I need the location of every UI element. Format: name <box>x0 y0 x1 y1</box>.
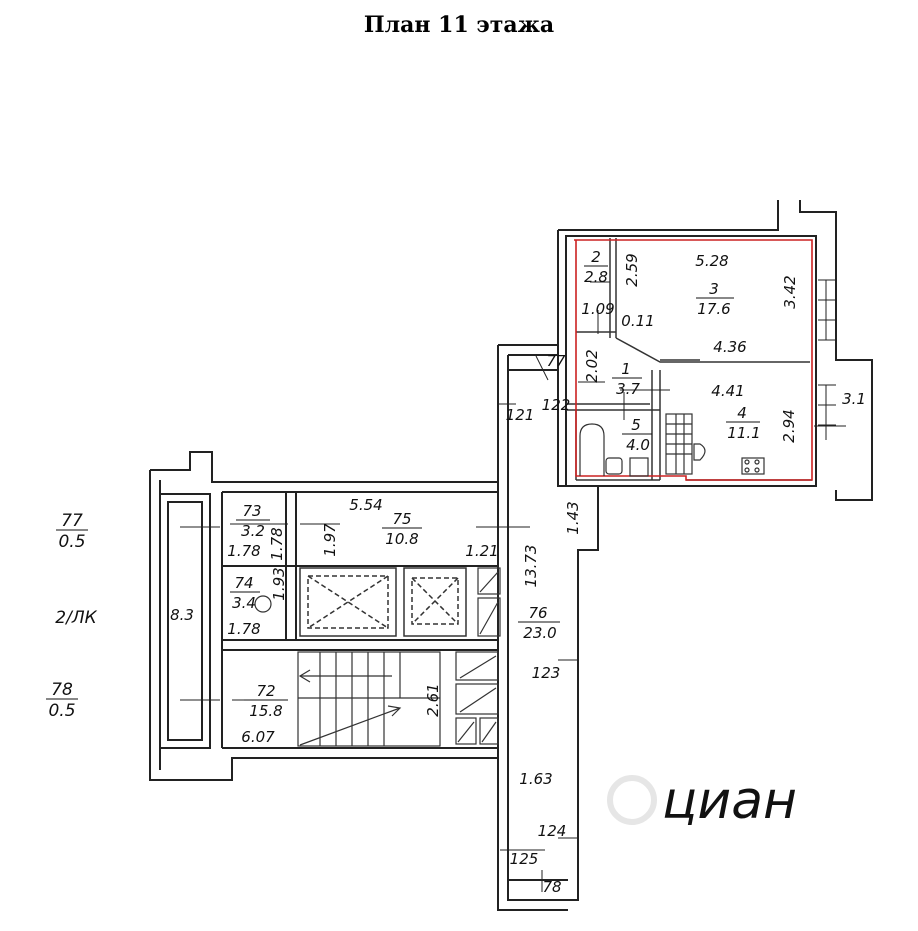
dimension-label: 2.02 <box>583 349 601 382</box>
staircase <box>297 651 441 747</box>
marker-label: 125 <box>510 850 539 868</box>
room-area: 2.8 <box>584 268 608 286</box>
room-number: 78 <box>51 680 73 700</box>
room-area: 3.2 <box>241 522 265 540</box>
marker-label: 77 <box>546 352 566 370</box>
bathtub-icon <box>579 423 605 476</box>
dimension-label: 6.07 <box>241 728 275 746</box>
sink-icon <box>605 457 623 475</box>
marker-label: 121 <box>506 406 535 424</box>
watermark-text: циан <box>662 771 797 831</box>
side-label: 2/ЛК <box>55 608 97 628</box>
room-2-label: 2 2.8 <box>584 248 608 286</box>
dimension-label: 0.11 <box>621 312 654 330</box>
room-area: 4.0 <box>626 436 650 454</box>
apartment-boundary <box>574 239 813 481</box>
room-number: 1 <box>621 360 631 378</box>
dimension-label: 1.93 <box>270 567 288 600</box>
room-77-label: 77 0.5 <box>56 511 88 552</box>
marker-label: 122 <box>542 396 571 414</box>
room-area: 17.6 <box>697 300 730 318</box>
room-number: 76 <box>528 604 547 622</box>
room-72-label: 72 15.8 <box>244 682 288 720</box>
walls <box>149 200 873 911</box>
room-number: 3 <box>709 280 719 298</box>
dimension-label: 3.42 <box>781 275 799 308</box>
dimension-label: 1.21 <box>465 542 498 560</box>
dimension-label: 1.43 <box>564 501 582 534</box>
ducts <box>455 567 501 745</box>
room-number: 75 <box>392 510 411 528</box>
room-number: 5 <box>631 416 641 434</box>
dimension-label: 2.61 <box>424 683 442 716</box>
dimension-label: 1.09 <box>581 300 614 318</box>
dimension-label: 1.97 <box>321 523 339 557</box>
room-number: 73 <box>242 502 261 520</box>
windows <box>818 279 836 440</box>
room-78-label: 78 0.5 <box>46 680 78 721</box>
room-number: 4 <box>737 404 747 422</box>
room-76-label: 76 23.0 <box>518 604 560 642</box>
room-area: 15.8 <box>249 702 282 720</box>
room-area: 10.8 <box>385 530 418 548</box>
dimension-label: 13.73 <box>522 545 540 588</box>
dimension-label: 4.41 <box>711 382 744 400</box>
room-number: 2 <box>591 248 601 266</box>
room-labels: 2 2.8 3 17.6 1 3.7 5 4.0 4 11.1 73 3.2 <box>46 248 761 721</box>
fridge-icon <box>693 443 706 461</box>
room-number: 72 <box>256 682 275 700</box>
dimension-labels: 5.28 3.42 2.59 1.09 0.11 4.36 2.02 4.41 … <box>170 252 866 788</box>
room-5-label: 5 4.0 <box>622 416 652 454</box>
marker-label: 123 <box>532 664 561 682</box>
dimension-label: 1.78 <box>227 620 260 638</box>
room-number: 77 <box>61 511 83 531</box>
room-area: 0.5 <box>58 532 85 552</box>
page-title: План 11 этажа <box>363 12 555 38</box>
room-3-label: 3 17.6 <box>696 280 734 318</box>
dimension-label: 4.36 <box>713 338 746 356</box>
dimension-label: 8.3 <box>170 606 194 624</box>
watermark-logo-icon <box>607 775 657 825</box>
watermark: циан <box>607 771 797 831</box>
room-area: 23.0 <box>523 624 556 642</box>
marker-labels: 77 122 121 123 124 125 78 <box>506 352 571 896</box>
room-1-label: 1 3.7 <box>612 360 642 398</box>
elevator-shafts <box>299 567 467 637</box>
dimension-label: 5.28 <box>695 252 728 270</box>
marker-label: 124 <box>538 822 567 840</box>
room-75-label: 75 10.8 <box>382 510 422 548</box>
dimension-label: 1.78 <box>268 527 286 560</box>
stove-icon <box>741 457 765 475</box>
room-4-label: 4 11.1 <box>726 404 761 442</box>
room-area: 3.4 <box>232 594 256 612</box>
floor-drain-icon <box>254 595 272 613</box>
dimension-lines <box>180 281 846 892</box>
dimension-label: 3.1 <box>842 390 866 408</box>
dimension-label: 1.63 <box>519 770 552 788</box>
dimension-label: 2.94 <box>780 409 798 442</box>
marker-label: 78 <box>542 878 561 896</box>
room-number: 74 <box>234 574 253 592</box>
dimension-label: 1.78 <box>227 542 260 560</box>
bathroom-fixtures <box>254 413 765 613</box>
room-area: 3.7 <box>616 380 640 398</box>
dimension-label: 5.54 <box>349 496 382 514</box>
room-area: 11.1 <box>727 424 760 442</box>
dimension-label: 2.59 <box>623 253 641 286</box>
room-74-label: 74 3.4 <box>230 574 260 612</box>
room-73-label: 73 3.2 <box>236 502 270 540</box>
toilet-icon <box>629 457 649 477</box>
room-area: 0.5 <box>48 701 75 721</box>
